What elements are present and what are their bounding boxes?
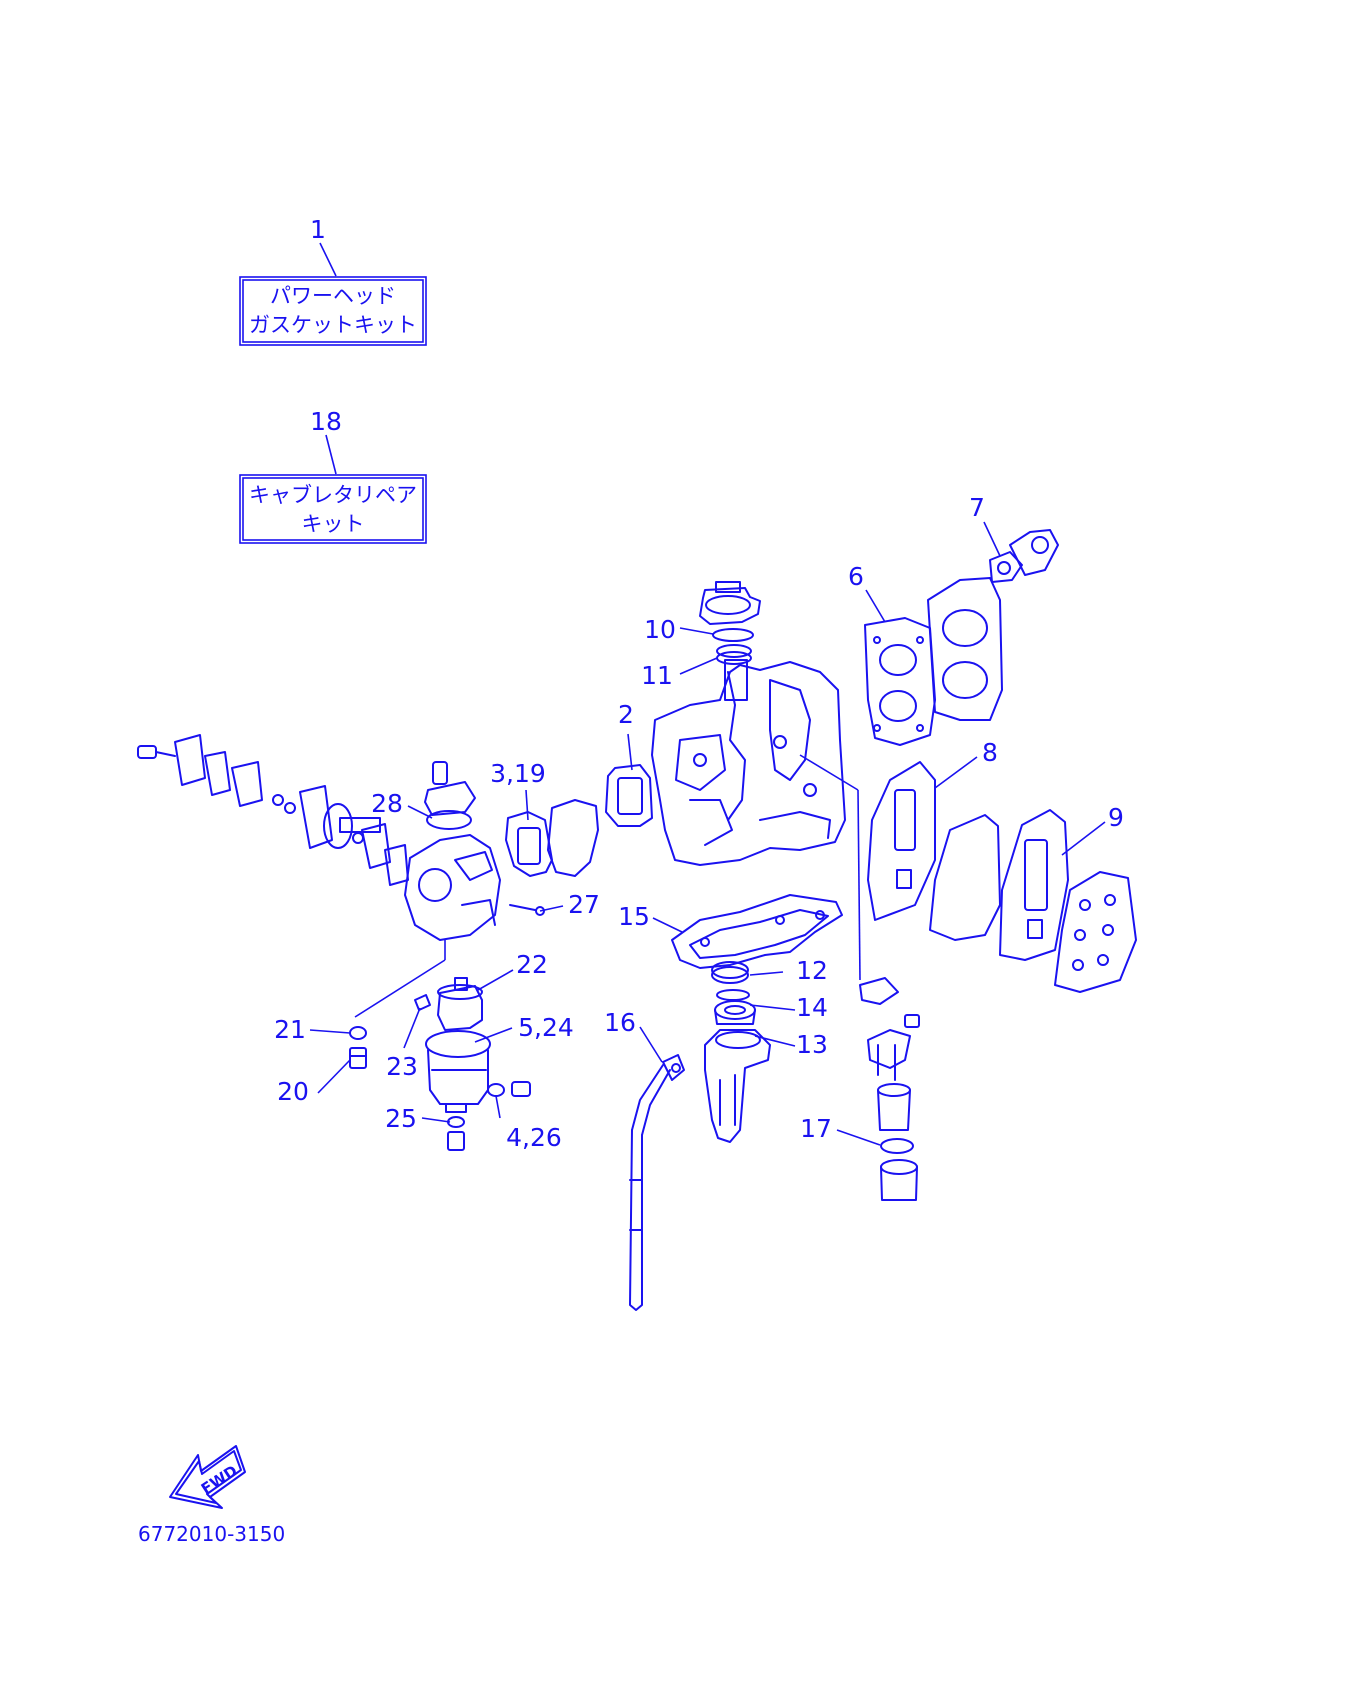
part-15-base-gasket bbox=[671, 894, 843, 969]
part-2-gasket bbox=[605, 764, 653, 827]
part-13-bearing bbox=[714, 1000, 756, 1025]
kit-1-line2: ガスケットキット bbox=[249, 313, 417, 337]
valve-assembly bbox=[867, 1029, 911, 1081]
part-12-seal bbox=[711, 961, 749, 984]
carburetor-linkage bbox=[137, 734, 409, 886]
callout-17: 17 bbox=[800, 1114, 832, 1143]
callout-7: 7 bbox=[969, 493, 985, 522]
part-4-26-screw bbox=[487, 1081, 531, 1097]
intake-manifold bbox=[547, 799, 599, 877]
fwd-label: FWD bbox=[198, 1462, 241, 1498]
callout-10: 10 bbox=[644, 615, 676, 644]
callout-16: 16 bbox=[604, 1008, 636, 1037]
part-5-24-bowl bbox=[425, 1030, 491, 1113]
callout-2: 2 bbox=[618, 700, 634, 729]
part-7-fitting bbox=[989, 529, 1059, 583]
callout-6: 6 bbox=[848, 562, 864, 591]
callout-3-19: 3,19 bbox=[490, 759, 546, 788]
callout-13: 13 bbox=[796, 1030, 828, 1059]
callout-5-24: 5,24 bbox=[518, 1013, 574, 1042]
part-17-o-ring bbox=[880, 1138, 914, 1154]
document-number: 6772010-3150 bbox=[138, 1522, 285, 1546]
strainer-cup bbox=[880, 1159, 918, 1201]
part-25-washer bbox=[447, 1116, 465, 1151]
exhaust-cover bbox=[929, 814, 1001, 941]
callout-4-26: 4,26 bbox=[506, 1123, 562, 1152]
part-20-drain-screw bbox=[349, 1047, 367, 1069]
part-21-washer bbox=[349, 1026, 367, 1040]
part-16-dipstick bbox=[629, 1054, 685, 1311]
cylinder-head bbox=[927, 577, 1003, 721]
callout-18: 18 bbox=[310, 407, 342, 436]
leader-lines bbox=[309, 521, 1106, 1146]
part-22-float bbox=[437, 977, 483, 1031]
callout-28: 28 bbox=[371, 789, 403, 818]
callout-27: 27 bbox=[568, 890, 600, 919]
outer-exhaust-cover bbox=[1054, 871, 1137, 993]
kit-box-powerhead-gasket: 1 パワーヘッド ガスケットキット bbox=[239, 215, 427, 346]
part-11-seal bbox=[716, 644, 752, 665]
part-8-gasket bbox=[867, 761, 936, 921]
part-27-screw bbox=[509, 904, 545, 916]
oil-pan bbox=[704, 1029, 771, 1143]
callout-9: 9 bbox=[1108, 803, 1124, 832]
part-9-gasket bbox=[999, 809, 1069, 961]
part-23-pin bbox=[414, 994, 431, 1011]
part-6-head-gasket bbox=[864, 617, 936, 746]
part-28-cap bbox=[424, 761, 476, 830]
filter-cup bbox=[877, 1083, 911, 1131]
callout-1: 1 bbox=[310, 215, 326, 244]
thermostat-cover bbox=[699, 581, 761, 625]
kit-18-line2: キット bbox=[302, 512, 365, 536]
callout-20: 20 bbox=[277, 1077, 309, 1106]
callout-22: 22 bbox=[516, 950, 548, 979]
fwd-arrow-icon: FWD bbox=[169, 1445, 246, 1509]
callout-23: 23 bbox=[386, 1052, 418, 1081]
part-3-19-gasket bbox=[505, 811, 553, 877]
callout-14: 14 bbox=[796, 993, 828, 1022]
part-10-ring bbox=[712, 628, 754, 642]
part-14-ring bbox=[716, 989, 750, 1001]
kit-box-carburetor-repair: 18 キャブレタリペア キット bbox=[239, 407, 427, 544]
kit-18-line1: キャブレタリペア bbox=[249, 483, 417, 507]
callout-15: 15 bbox=[618, 902, 650, 931]
callout-12: 12 bbox=[796, 956, 828, 985]
carburetor-body bbox=[404, 834, 501, 941]
callout-25: 25 bbox=[385, 1104, 417, 1133]
callout-21: 21 bbox=[274, 1015, 306, 1044]
cylinder-block bbox=[651, 659, 846, 866]
callout-11: 11 bbox=[641, 661, 673, 690]
callout-8: 8 bbox=[982, 738, 998, 767]
kit-1-line1: パワーヘッド bbox=[270, 284, 396, 308]
bracket bbox=[859, 977, 920, 1028]
